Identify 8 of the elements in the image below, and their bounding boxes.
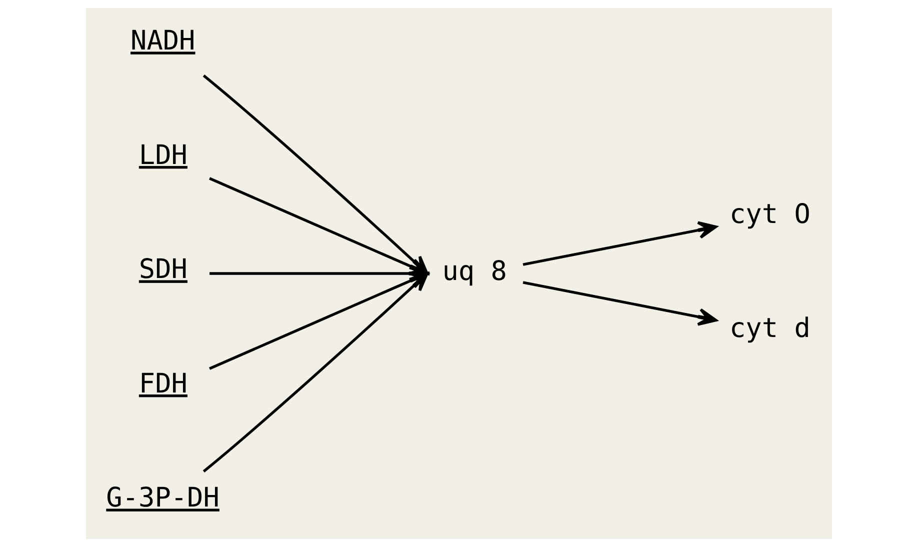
node-text: G-3P-DH [106, 482, 219, 514]
node-text: SDH [138, 254, 187, 286]
node-text: cyt O [729, 198, 810, 230]
node-text: FDH [138, 368, 187, 400]
node-text: LDH [138, 140, 187, 171]
node-text: uq 8 [442, 256, 506, 287]
node-text: NADH [130, 26, 195, 57]
node-text: cyt d [729, 313, 810, 344]
